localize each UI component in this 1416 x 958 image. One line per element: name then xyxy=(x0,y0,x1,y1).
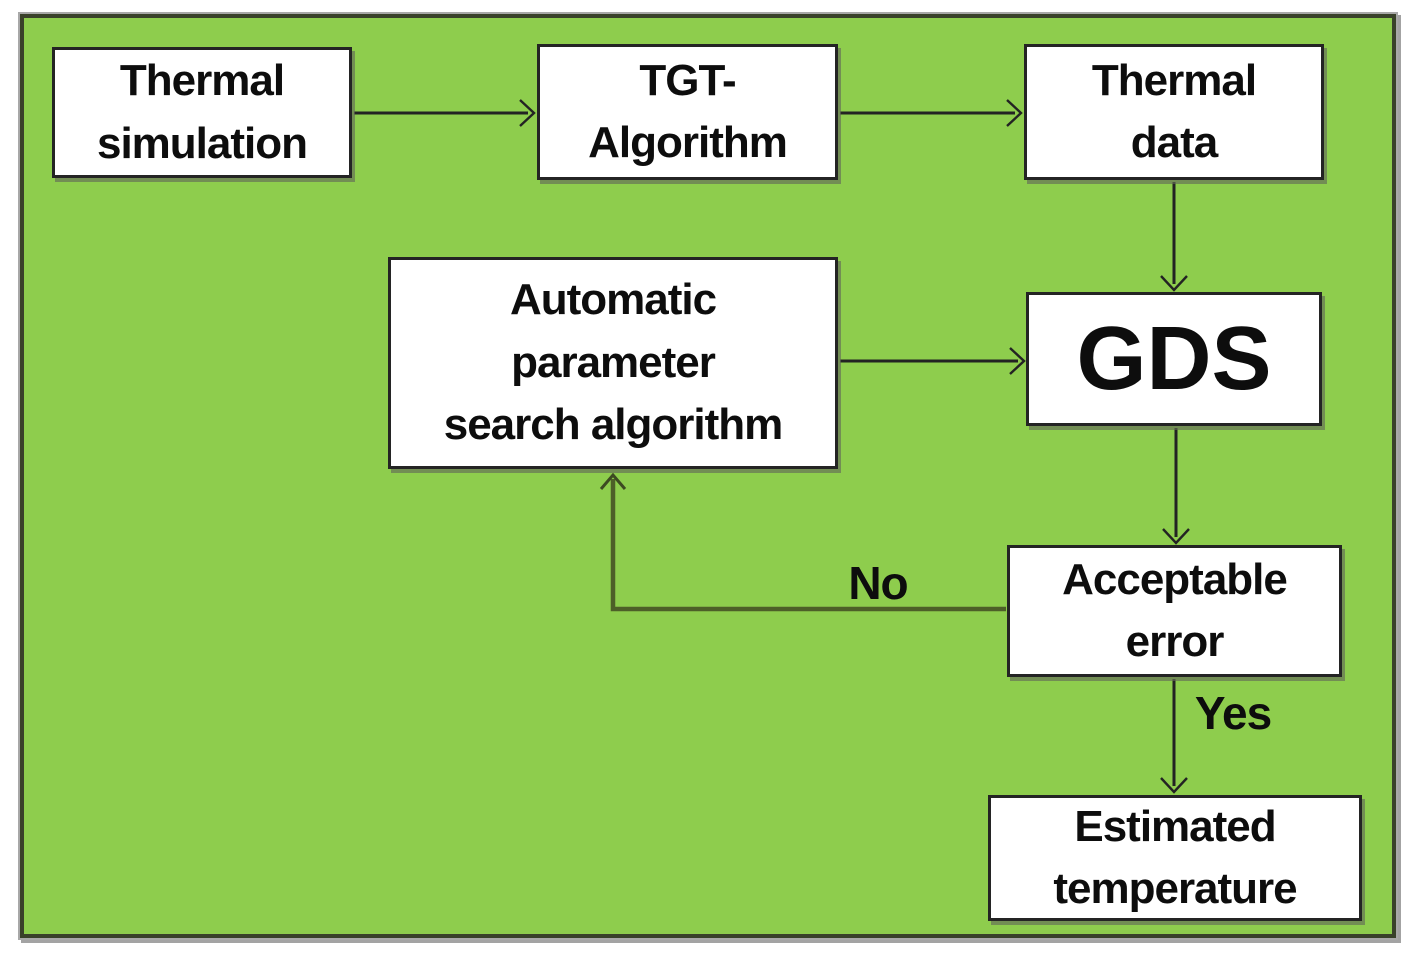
node-thermal-data: Thermal data xyxy=(1024,44,1324,180)
node-estimated-temperature-label: Estimated temperature xyxy=(1053,801,1297,913)
edge-label-no: No xyxy=(848,557,908,609)
node-gds-label: GDS xyxy=(1076,309,1272,409)
node-tgt-algorithm: TGT- Algorithm xyxy=(537,44,838,180)
node-tgt-algorithm-label: TGT- Algorithm xyxy=(588,55,788,167)
node-estimated-temperature: Estimated temperature xyxy=(988,795,1362,921)
node-acceptable-error-label: Acceptable error xyxy=(1062,554,1288,666)
node-gds: GDS xyxy=(1026,292,1322,426)
node-thermal-data-label: Thermal data xyxy=(1091,55,1257,167)
node-thermal-simulation-label: Thermal simulation xyxy=(96,56,308,168)
edge-label-yes: Yes xyxy=(1194,687,1272,739)
node-thermal-simulation: Thermal simulation xyxy=(52,47,352,178)
node-automatic-parameter-search-algorithm: Automatic parameter search algorithm xyxy=(388,257,838,469)
node-acceptable-error: Acceptable error xyxy=(1007,545,1342,677)
node-automatic-parameter-search-algorithm-label: Automatic parameter search algorithm xyxy=(443,275,784,450)
